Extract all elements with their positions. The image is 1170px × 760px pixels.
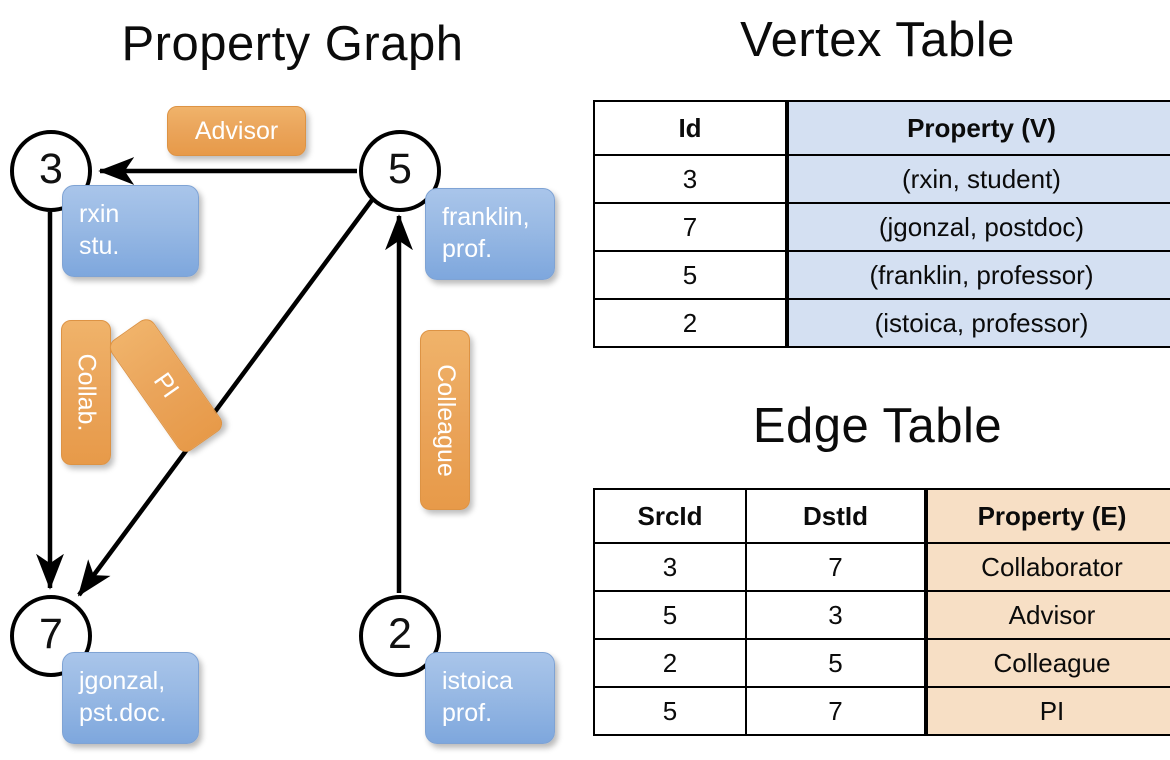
edge-cell-dstid: 3 bbox=[745, 590, 927, 640]
edge-table: SrcId DstId Property (E) 3 7 Collaborato… bbox=[593, 488, 1170, 736]
table-row: 3 7 Collaborator bbox=[593, 542, 1170, 592]
table-row: 3 (rxin, student) bbox=[593, 154, 1170, 204]
node-property-7-line-2: pst.doc. bbox=[79, 699, 167, 727]
table-row: 2 (istoica, professor) bbox=[593, 298, 1170, 348]
graph-node-2-label: 2 bbox=[388, 609, 412, 658]
node-property-2-line-1: istoica bbox=[442, 667, 513, 695]
table-row: 7 (jgonzal, postdoc) bbox=[593, 202, 1170, 252]
vertex-table: Id Property (V) 3 (rxin, student) 7 (jgo… bbox=[593, 100, 1170, 348]
table-row: 5 3 Advisor bbox=[593, 590, 1170, 640]
edge-label-colleague: Colleague bbox=[420, 330, 470, 510]
node-property-callout-2: istoica prof. bbox=[425, 652, 555, 744]
edge-label-pi-text: PI bbox=[148, 367, 185, 403]
edge-cell-srcid: 5 bbox=[593, 686, 747, 736]
edge-cell-srcid: 5 bbox=[593, 590, 747, 640]
graph-node-3-label: 3 bbox=[39, 144, 63, 193]
vertex-cell-id: 2 bbox=[593, 298, 788, 348]
edge-cell-srcid: 3 bbox=[593, 542, 747, 592]
vertex-cell-id: 3 bbox=[593, 154, 788, 204]
edge-table-header-dstid: DstId bbox=[745, 488, 927, 544]
vertex-cell-property: (franklin, professor) bbox=[785, 250, 1170, 300]
edge-label-collab: Collab. bbox=[61, 320, 111, 465]
property-graph-diagram: 3 5 7 2 rxin stu. franklin, prof. jgonza… bbox=[10, 106, 555, 744]
page-title-edge-table: Edge Table bbox=[752, 399, 1003, 453]
vertex-table-header-row: Id Property (V) bbox=[593, 100, 1170, 156]
node-property-5-line-2: prof. bbox=[442, 235, 493, 263]
edge-cell-property: PI bbox=[924, 686, 1170, 736]
edge-table-header-srcid: SrcId bbox=[593, 488, 747, 544]
node-property-7-line-1: jgonzal, bbox=[79, 667, 166, 695]
edge-table-header-row: SrcId DstId Property (E) bbox=[593, 488, 1170, 544]
page-title-property-graph: Property Graph bbox=[121, 17, 464, 71]
edge-cell-property: Advisor bbox=[924, 590, 1170, 640]
node-property-callout-7: jgonzal, pst.doc. bbox=[62, 652, 199, 744]
vertex-cell-id: 7 bbox=[593, 202, 788, 252]
graph-node-5[interactable]: 5 bbox=[359, 130, 441, 212]
edge-label-advisor: Advisor bbox=[167, 106, 306, 156]
vertex-table-header-id: Id bbox=[593, 100, 788, 156]
graph-edge-arrows bbox=[36, 157, 413, 597]
vertex-cell-property: (rxin, student) bbox=[785, 154, 1170, 204]
edge-cell-property: Collaborator bbox=[924, 542, 1170, 592]
node-property-5-line-1: franklin, bbox=[442, 203, 530, 231]
vertex-table-header-property: Property (V) bbox=[785, 100, 1170, 156]
graph-node-2[interactable]: 2 bbox=[359, 595, 441, 677]
table-row: 2 5 Colleague bbox=[593, 638, 1170, 688]
edge-cell-dstid: 7 bbox=[745, 542, 927, 592]
graph-node-5-label: 5 bbox=[388, 144, 412, 193]
node-property-2-line-2: prof. bbox=[442, 699, 493, 727]
node-property-3-line-2: stu. bbox=[79, 232, 120, 260]
node-property-3-line-1: rxin bbox=[79, 200, 120, 228]
table-row: 5 7 PI bbox=[593, 686, 1170, 736]
edge-label-advisor-text: Advisor bbox=[194, 116, 279, 145]
edge-cell-srcid: 2 bbox=[593, 638, 747, 688]
node-property-callout-5: franklin, prof. bbox=[425, 188, 555, 280]
edge-cell-property: Colleague bbox=[924, 638, 1170, 688]
edge-label-colleague-text: Colleague bbox=[431, 363, 460, 477]
edge-table-header-property: Property (E) bbox=[924, 488, 1170, 544]
edge-cell-dstid: 7 bbox=[745, 686, 927, 736]
page-title-vertex-table: Vertex Table bbox=[740, 13, 1015, 67]
vertex-cell-id: 5 bbox=[593, 250, 788, 300]
edge-arrow-pi bbox=[77, 198, 374, 597]
table-row: 5 (franklin, professor) bbox=[593, 250, 1170, 300]
edge-label-collab-text: Collab. bbox=[72, 353, 101, 432]
vertex-cell-property: (jgonzal, postdoc) bbox=[785, 202, 1170, 252]
vertex-cell-property: (istoica, professor) bbox=[785, 298, 1170, 348]
node-property-callout-3: rxin stu. bbox=[62, 185, 199, 277]
graph-node-7-label: 7 bbox=[39, 609, 63, 658]
edge-cell-dstid: 5 bbox=[745, 638, 927, 688]
